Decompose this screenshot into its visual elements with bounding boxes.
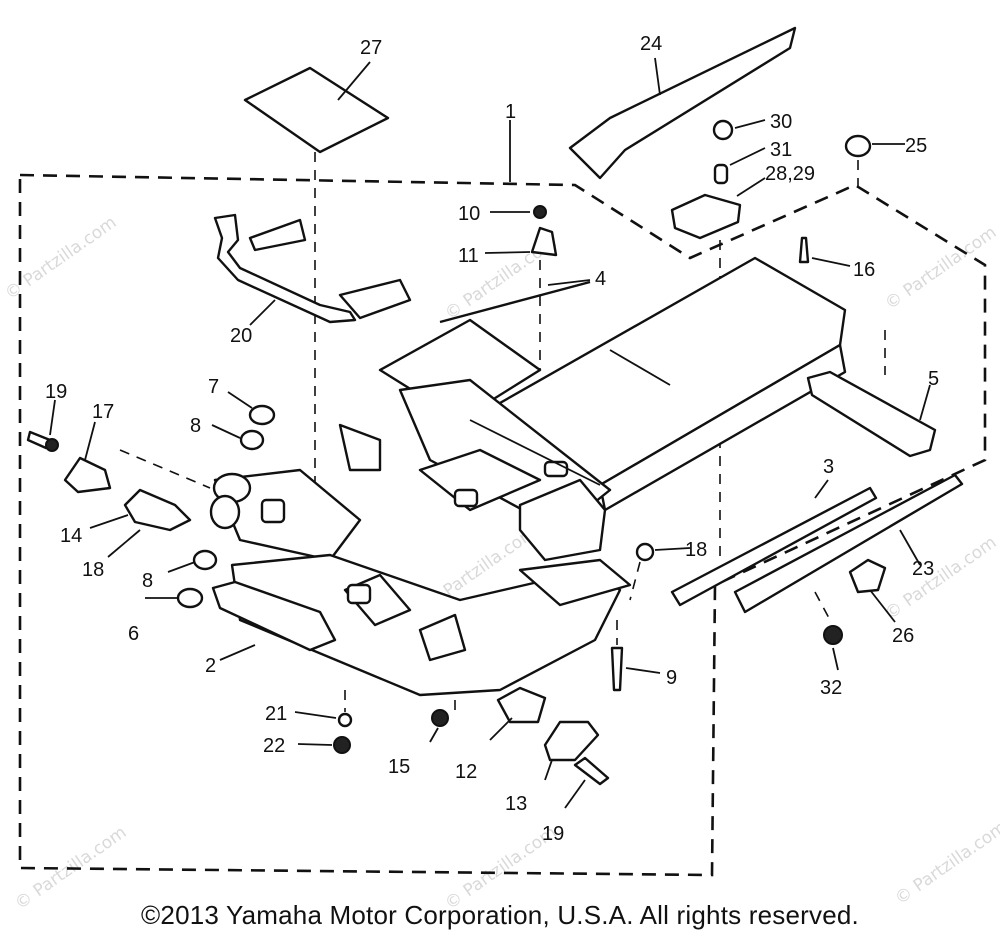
- part-21-washer: [337, 712, 353, 728]
- callout-27: 27: [360, 37, 382, 59]
- part-28-29-bracket: [670, 193, 742, 240]
- part-15-nut: [431, 709, 449, 727]
- part-2-bumper: [211, 580, 337, 652]
- part-7-cap: [248, 404, 276, 426]
- callout-9: 9: [666, 667, 677, 689]
- part-32-nut: [823, 625, 843, 645]
- part-30-screw: [712, 119, 734, 141]
- callout-19-left: 19: [45, 381, 67, 403]
- callout-labels: 1 2 3 4 5 6 7 8 8 9 10 11 12 13 14 15 16…: [45, 33, 939, 845]
- watermarks: © Partzilla.com © Partzilla.com © Partzi…: [1, 212, 1000, 914]
- part-1-frame: [209, 256, 847, 697]
- callout-14: 14: [60, 525, 82, 547]
- callout-1: 1: [505, 101, 516, 123]
- part-17-plate: [63, 456, 112, 494]
- part-9-bolt: [610, 646, 624, 692]
- part-25-cap: [844, 134, 872, 158]
- callout-23: 23: [912, 558, 934, 580]
- callout-32: 32: [820, 677, 842, 699]
- callout-28-29: 28,29: [765, 163, 815, 185]
- callout-25: 25: [905, 135, 927, 157]
- part-13-mount: [543, 720, 600, 762]
- callout-12: 12: [455, 761, 477, 783]
- watermark: © Partzilla.com: [891, 817, 1000, 909]
- callout-7: 7: [208, 376, 219, 398]
- callout-6: 6: [128, 623, 139, 645]
- callout-3: 3: [823, 456, 834, 478]
- part-6-cap: [176, 587, 204, 609]
- part-22-nut: [333, 736, 351, 754]
- callout-30: 30: [770, 111, 792, 133]
- part-8-grommet-lower: [192, 549, 218, 571]
- part-8-grommet: [239, 429, 265, 451]
- part-27-decal: [243, 66, 390, 154]
- callout-21: 21: [265, 703, 287, 725]
- callout-5: 5: [928, 368, 939, 390]
- part-19-bolt: [573, 756, 610, 786]
- callout-18-right: 18: [685, 539, 707, 561]
- callout-8-upper: 8: [190, 415, 201, 437]
- watermark: © Partzilla.com: [881, 532, 1000, 624]
- callout-20: 20: [230, 325, 252, 347]
- callout-8-lower: 8: [142, 570, 153, 592]
- part-24-trim-strip: [568, 26, 797, 180]
- callout-19-lower: 19: [542, 823, 564, 845]
- part-11-bushing: [530, 226, 558, 257]
- callout-18-left: 18: [82, 559, 104, 581]
- part-5-bracket: [806, 370, 937, 458]
- callout-11: 11: [458, 245, 479, 267]
- part-20-handle: [213, 213, 357, 324]
- part-3-rail: [670, 486, 878, 607]
- part-31-spacer: [713, 163, 729, 185]
- part-26-clip: [848, 558, 887, 594]
- callout-2: 2: [205, 655, 216, 677]
- callout-17: 17: [92, 401, 114, 423]
- callout-24: 24: [640, 33, 662, 55]
- callout-26: 26: [892, 625, 914, 647]
- callout-10: 10: [458, 203, 480, 225]
- callout-31: 31: [770, 139, 792, 161]
- part-16-bolt: [798, 236, 810, 264]
- part-18-washer: [635, 542, 655, 562]
- assembly-boundary: [18, 173, 987, 877]
- callout-22: 22: [263, 735, 285, 757]
- copyright-notice: ©2013 Yamaha Motor Corporation, U.S.A. A…: [141, 900, 859, 930]
- part-23-rail: [733, 473, 964, 614]
- part-4-rod: [439, 280, 591, 324]
- callout-15: 15: [388, 756, 410, 778]
- callout-13: 13: [505, 793, 527, 815]
- part-12-plate: [496, 686, 547, 724]
- callout-16: 16: [853, 259, 875, 281]
- part-10-nut: [533, 205, 547, 219]
- part-14-mount: [123, 488, 192, 532]
- callout-4: 4: [595, 268, 606, 290]
